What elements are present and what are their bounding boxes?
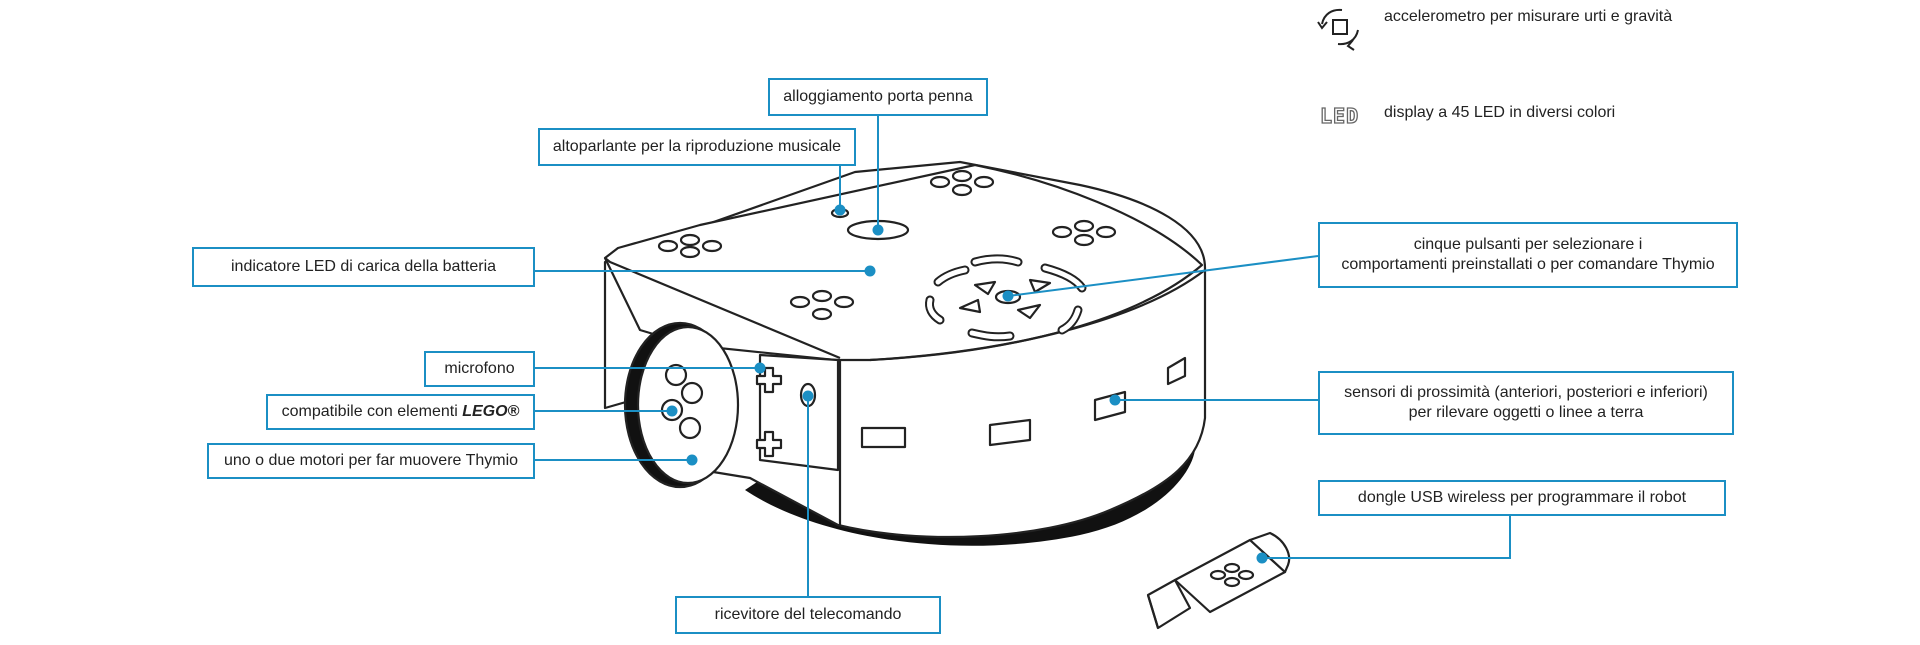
robot-illustration (603, 160, 1207, 546)
label-lego-prefix: compatibile con elementi (281, 403, 458, 420)
leader-lines (535, 110, 1511, 596)
label-pen-holder-text: alloggiamento porta penna (783, 88, 973, 105)
label-battery-led-text: indicatore LED di carica della batteria (230, 258, 497, 275)
accelerometer-icon (1317, 8, 1359, 51)
label-buttons-line1: cinque pulsanti per selezionare i (1413, 236, 1643, 253)
label-motors: uno o due motori per far muovere Thymio (207, 443, 535, 479)
label-motors-text: uno o due motori per far muovere Thymio (223, 452, 519, 469)
label-microphone: microfono (424, 351, 535, 387)
label-lego-compatible: compatibile con elementi LEGO® (266, 394, 535, 430)
label-pen-holder: alloggiamento porta penna (768, 78, 988, 116)
legend-led-text: display a 45 LED in diversi colori (1384, 104, 1616, 121)
led-icon: LED (1320, 104, 1359, 128)
label-microphone-text: microfono (444, 360, 515, 377)
label-buttons-line2: comportamenti preinstallati o per comand… (1341, 256, 1715, 273)
label-speaker: altoparlante per la riproduzione musical… (538, 128, 856, 166)
label-sensors: sensori di prossimità (anteriori, poster… (1318, 371, 1734, 435)
label-dongle: dongle USB wireless per programmare il r… (1318, 480, 1726, 516)
usb-dongle-illustration (1146, 531, 1291, 630)
label-sensors-line1: sensori di prossimità (anteriori, poster… (1344, 384, 1708, 401)
leader-dots (666, 204, 1268, 564)
label-remote-receiver-text: ricevitore del telecomando (714, 606, 902, 623)
legend-accelerometer-text: accelerometro per misurare urti e gravit… (1384, 8, 1673, 25)
label-dongle-text: dongle USB wireless per programmare il r… (1357, 489, 1687, 506)
label-remote-receiver: ricevitore del telecomando (675, 596, 941, 634)
label-battery-led: indicatore LED di carica della batteria (192, 247, 535, 287)
label-speaker-text: altoparlante per la riproduzione musical… (552, 138, 842, 155)
lego-logo-text: LEGO® (462, 403, 520, 420)
label-sensors-line2: per rilevare oggetti o linee a terra (1408, 404, 1644, 421)
label-buttons: cinque pulsanti per selezionare i compor… (1318, 222, 1738, 288)
